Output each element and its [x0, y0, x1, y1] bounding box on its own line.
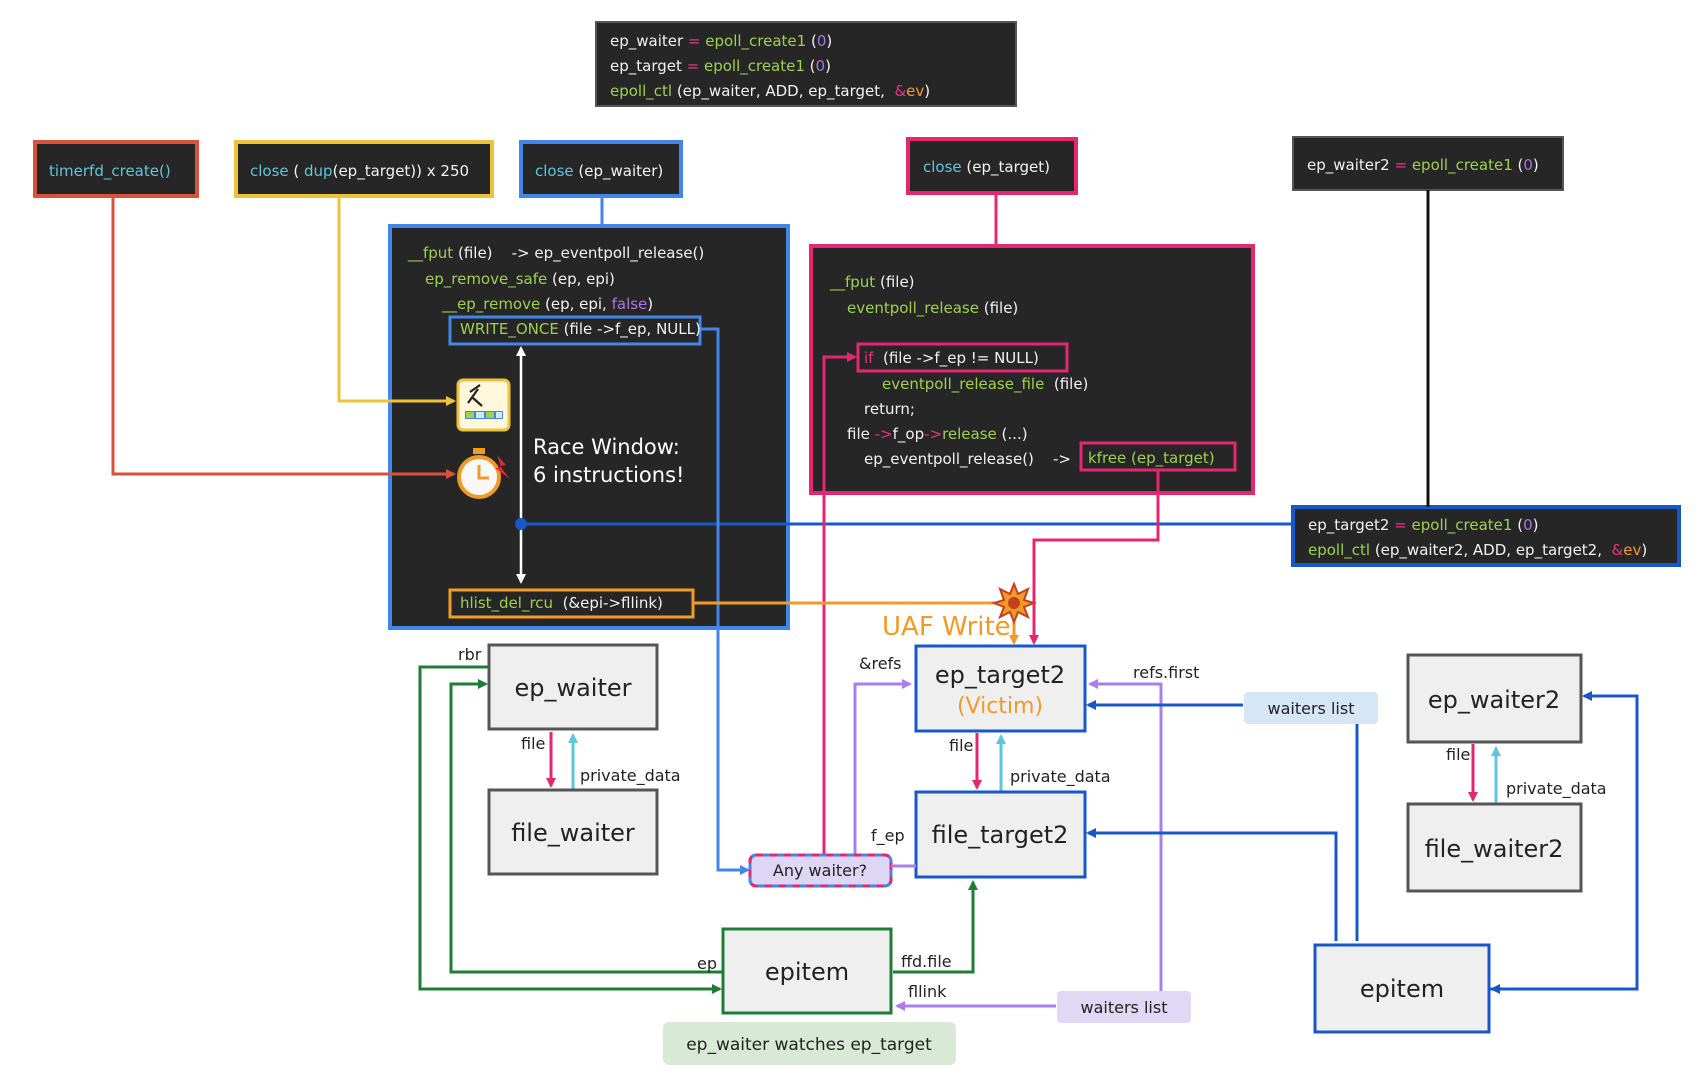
- refs-first-label: refs.first: [1133, 663, 1199, 682]
- ep-target2-code-line-2: epoll_ctl (ep_waiter2, ADD, ep_target2, …: [1308, 541, 1647, 560]
- race-window-line-1: Race Window:: [533, 435, 680, 459]
- top-code-line-3: epoll_ctl (ep_waiter, ADD, ep_target, &e…: [610, 82, 930, 101]
- middle-code-line-3: if (file ->f_ep != NULL): [864, 349, 1039, 368]
- epitem-left-node: [721, 927, 893, 1015]
- epitem-right-to-file-target2-arrow: [1086, 828, 1338, 941]
- caption-box: [663, 1022, 956, 1065]
- f-ep-label: f_ep: [871, 826, 905, 846]
- uaf-write-label: UAF Write: [882, 612, 1011, 642]
- close-ep-waiter-label: close (ep_waiter): [535, 162, 663, 181]
- left-code-line-1: __fput (file) -> ep_eventpoll_release(): [407, 244, 704, 263]
- file-waiter2-node-label: file_waiter2: [1425, 835, 1564, 863]
- write-once-line: WRITE_ONCE (file ->f_ep, NULL): [460, 320, 701, 339]
- epitem-left-node-label: epitem: [765, 958, 849, 986]
- any-waiter-pill-dash: [748, 853, 893, 888]
- close-ep-waiter-box: [519, 140, 683, 198]
- waiters-list-purple-label: waiters list: [1081, 998, 1168, 1017]
- waiters-list-blue-tag: [1244, 692, 1378, 724]
- refs-label: &refs: [859, 654, 902, 673]
- file-waiter-node: [487, 788, 659, 876]
- refs-first-arrow: [1088, 679, 1163, 995]
- ep-label: ep: [697, 954, 717, 973]
- file-table-icon: [456, 378, 511, 432]
- middle-code-line-4: eventpoll_release_file (file): [882, 375, 1088, 394]
- close-ep-target-label: close (ep_target): [923, 158, 1050, 177]
- ep-target2-node-label: ep_target2: [935, 661, 1065, 689]
- ep-target2-code-box: [1291, 505, 1681, 567]
- middle-code-line-5: return;: [864, 400, 915, 418]
- epitem-ep-arrow: [449, 679, 722, 974]
- middle-code-line-2: eventpoll_release (file): [847, 299, 1018, 318]
- timerfd-arrow: [111, 196, 456, 479]
- ep-waiter-node-label: ep_waiter: [514, 674, 631, 702]
- epitem-right-node: [1313, 943, 1491, 1034]
- top-code-box: [595, 21, 1017, 107]
- timerfd-create-box: [33, 140, 199, 198]
- top-code-line-2: ep_target = epoll_create1 (0): [610, 57, 831, 76]
- ep-waiter2-create-label: ep_waiter2 = epoll_create1 (0): [1307, 156, 1539, 175]
- hlist-del-rcu-line: hlist_del_rcu (&epi->fllink): [460, 594, 663, 613]
- uaf-burst-icon: [990, 581, 1038, 625]
- middle-code-line-7: ep_eventpoll_release() ->: [864, 450, 1071, 469]
- any-waiter-to-if-arrow: [822, 352, 857, 857]
- close-dup-box: [234, 140, 494, 198]
- file-target2-node: [914, 790, 1087, 879]
- ep-waiter-file-label: file: [521, 734, 545, 753]
- if-f-ep-highlight: [856, 342, 1069, 373]
- any-waiter-label: Any waiter?: [773, 861, 867, 880]
- file-waiter2-node: [1406, 802, 1583, 893]
- kfree-to-ep-target2-arrow: [1029, 470, 1160, 645]
- top-code-line-1: ep_waiter = epoll_create1 (0): [610, 32, 832, 51]
- ep-waiter-private-data-label: private_data: [580, 766, 681, 786]
- race-window-line-2: 6 instructions!: [533, 463, 684, 487]
- timerfd-create-label: timerfd_create(): [49, 162, 171, 181]
- ep-waiter2-create-box: [1292, 136, 1564, 191]
- ffd-file-label: ffd.file: [901, 952, 952, 971]
- epitem-ffd-file-arrow: [893, 880, 978, 974]
- waiters-list-purple-tag: [1057, 991, 1191, 1023]
- write-once-to-any-waiter-arrow: [700, 327, 750, 875]
- file-waiter-node-label: file_waiter: [511, 819, 635, 847]
- ep-waiter2-private-data-label: private_data: [1506, 779, 1607, 799]
- waiters-list-blue-label: waiters list: [1268, 699, 1355, 718]
- timer-alarm-icon: [457, 448, 510, 499]
- ep-target2-private-data-label: private_data: [1010, 767, 1111, 787]
- middle-code-line-1: __fput (file): [829, 273, 915, 292]
- file-target2-node-label: file_target2: [932, 821, 1069, 849]
- fput-waiter-code-box: [388, 224, 790, 630]
- close-ep-target-box: [906, 137, 1078, 195]
- ep-target2-node: [914, 644, 1087, 733]
- ep-waiter2-file-label: file: [1446, 745, 1470, 764]
- close-dup-label: close ( dup(ep_target)) x 250: [250, 162, 469, 181]
- left-code-line-2: ep_remove_safe (ep, epi): [425, 270, 615, 289]
- victim-label: (Victim): [957, 694, 1043, 719]
- ep-waiter2-node: [1406, 653, 1583, 744]
- ep-waiter-node: [487, 643, 659, 731]
- rbr-label: rbr: [458, 645, 482, 664]
- close-dup-arrow: [337, 196, 456, 406]
- kfree-line: kfree (ep_target): [1088, 449, 1215, 468]
- ep-target2-file-label: file: [949, 736, 973, 755]
- epitem-rbr-arrow: [418, 665, 722, 994]
- middle-code-line-6: file ->f_op->release (...): [847, 425, 1028, 444]
- ep-waiter2-to-epitem-arrow: [1490, 696, 1639, 994]
- fllink-label: fllink: [908, 982, 947, 1001]
- caption-label: ep_waiter watches ep_target: [686, 1035, 932, 1055]
- epitem-right-node-label: epitem: [1360, 975, 1444, 1003]
- ep-target2-code-line-1: ep_target2 = epoll_create1 (0): [1308, 516, 1538, 535]
- ep-waiter2-node-label: ep_waiter2: [1428, 686, 1560, 714]
- left-code-line-3: __ep_remove (ep, epi, false): [441, 295, 653, 314]
